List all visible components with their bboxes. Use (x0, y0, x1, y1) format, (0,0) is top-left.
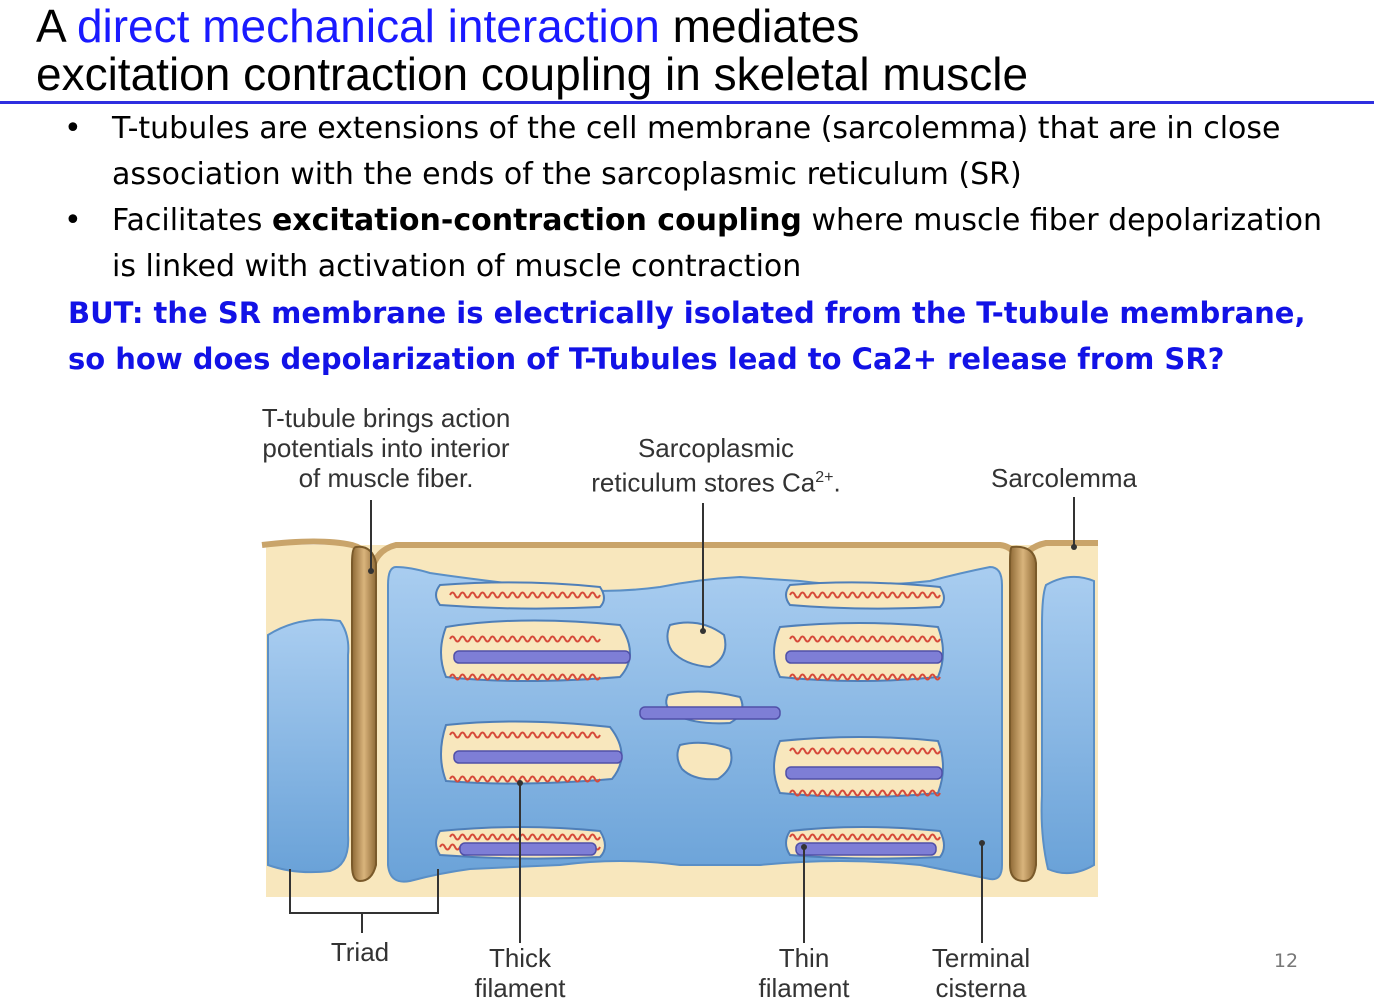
bullet-text: T-tubules are extensions of the cell mem… (112, 111, 1281, 192)
page-number: 12 (1273, 950, 1299, 972)
bullet-text-pre: Facilitates (112, 203, 263, 238)
t-tubule-left (351, 545, 377, 883)
sarcoplasmic-reticulum-right (1040, 575, 1095, 875)
title-line2: excitation contraction coupling in skele… (36, 48, 1029, 100)
question-line1: BUT: the SR membrane is electrically iso… (68, 296, 1306, 330)
label-t-tubule: T-tubule brings action potentials into i… (261, 403, 511, 493)
bullet-text-bold: excitation-contraction coupling (271, 203, 802, 238)
label-leader-lines (289, 497, 1075, 943)
label-sarcolemma: Sarcolemma (991, 463, 1137, 493)
thin-filament (789, 591, 941, 599)
sr-window (676, 741, 733, 781)
bullet-item: T-tubules are extensions of the cell mem… (62, 106, 1342, 198)
thin-filament (449, 673, 601, 681)
label-thin-filament: Thin filament (758, 943, 850, 1003)
bullet-list: T-tubules are extensions of the cell mem… (62, 106, 1342, 290)
title-accent: direct mechanical interaction (76, 0, 660, 52)
muscle-fiber-diagram (261, 497, 1098, 943)
thin-filament (789, 789, 941, 797)
title-divider (0, 101, 1374, 104)
sr-window (666, 621, 727, 669)
thin-filament (449, 635, 601, 643)
bullet-text-post: where muscle fiber depolarization is lin… (112, 203, 1322, 284)
label-triad: Triad (330, 937, 390, 967)
thin-filament (789, 635, 941, 643)
thick-filament (459, 842, 597, 856)
leader-dots (368, 544, 1077, 850)
thick-filament (785, 766, 943, 780)
bullet-item: Facilitates excitation-contraction coupl… (62, 198, 1342, 290)
thin-filament (789, 747, 941, 755)
thin-filament (449, 731, 601, 739)
title-rest: mediates (672, 0, 860, 52)
thick-filament (453, 650, 631, 664)
thin-filament (449, 775, 601, 783)
label-terminal-cisterna: Terminal cisterna (931, 943, 1031, 1003)
thick-filament (639, 706, 781, 720)
title-prefix: A (36, 0, 65, 52)
sarcoplasmic-reticulum-left (267, 618, 350, 874)
thick-filaments (453, 650, 943, 856)
thin-filament (449, 833, 601, 841)
thin-filament (789, 673, 941, 681)
muscle-fiber-figure: T-tubule brings action potentials into i… (0, 395, 1374, 1004)
label-thick-filament: Thick filament (474, 943, 566, 1003)
slide-title: A direct mechanical interaction mediates… (36, 2, 1356, 98)
t-tubule-right (1009, 545, 1037, 883)
key-question: BUT: the SR membrane is electrically iso… (68, 290, 1348, 382)
question-line2: so how does depolarization of T-Tubules … (68, 342, 1225, 376)
thick-filament (795, 842, 937, 856)
thick-filament (453, 750, 623, 764)
thick-filament (785, 650, 943, 664)
thin-filament (449, 591, 601, 599)
thin-filament (789, 833, 941, 841)
label-sarcoplasmic-reticulum: Sarcoplasmic reticulum stores Ca2+. (591, 433, 841, 498)
